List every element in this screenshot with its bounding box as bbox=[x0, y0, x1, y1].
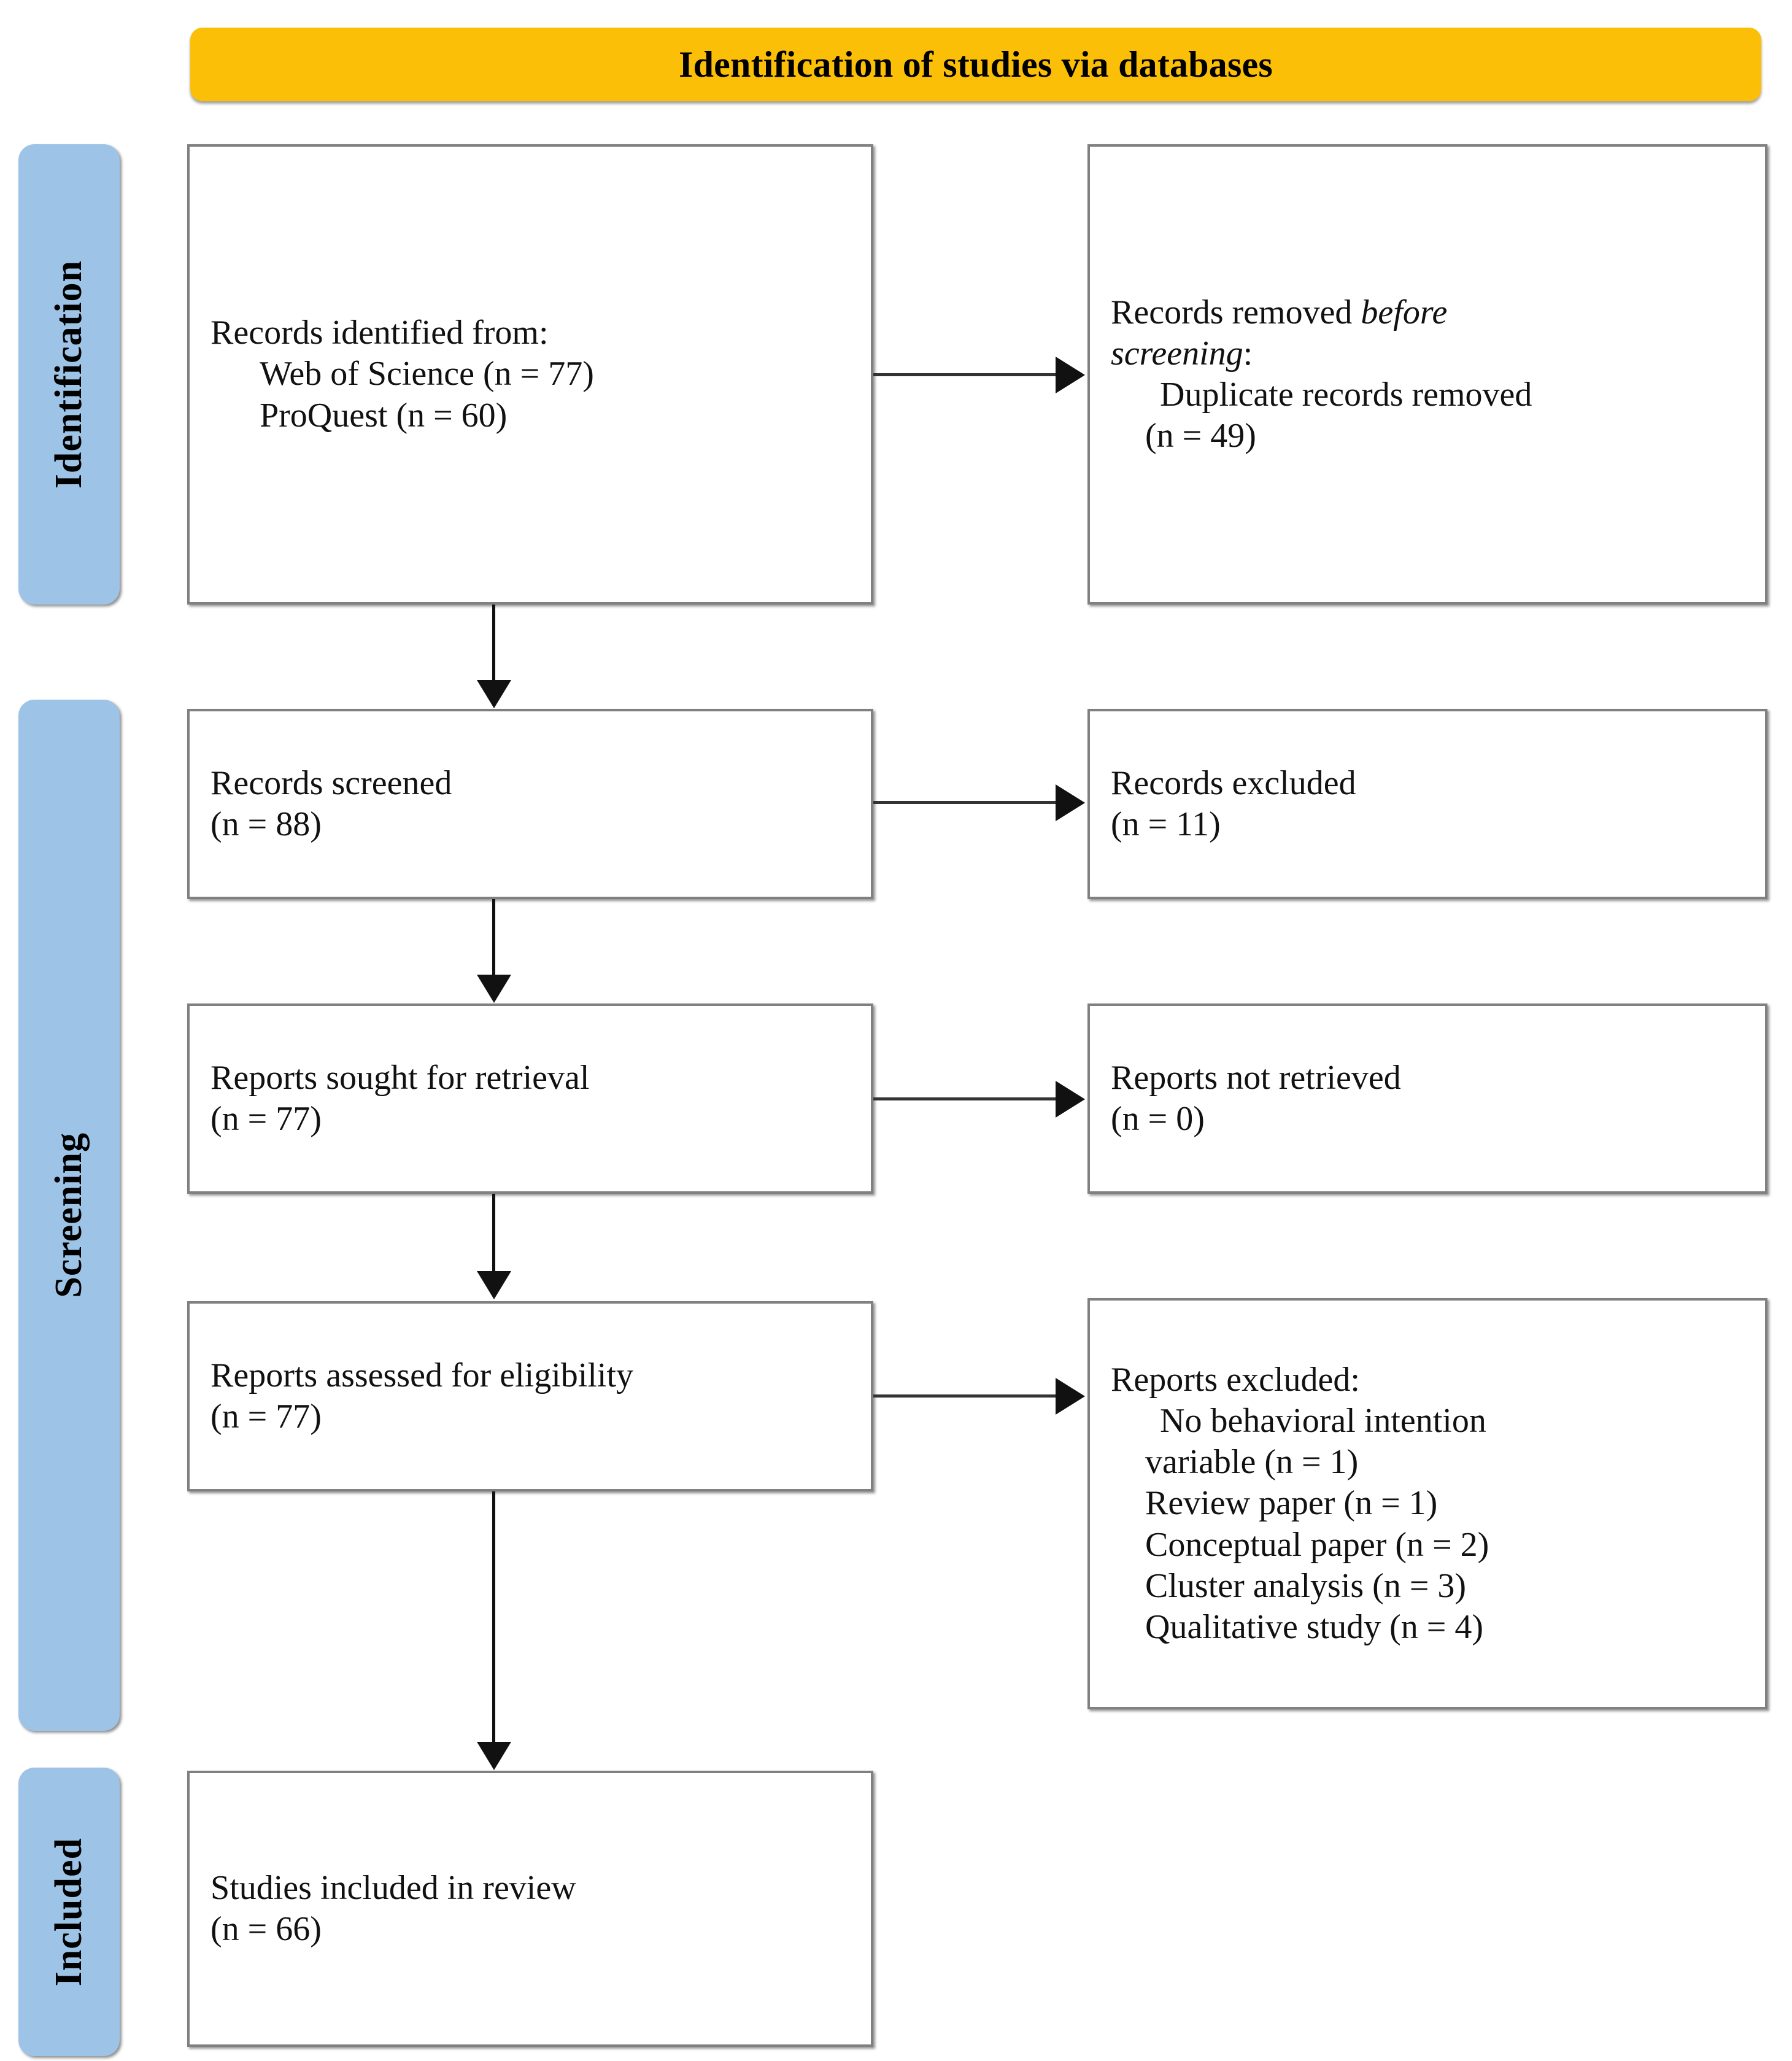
reports-sought-line-1: Reports sought for retrieval bbox=[210, 1058, 590, 1097]
box-studies-included: Studies included in review (n = 66) bbox=[187, 1771, 873, 2047]
reports-assessed-line-1: Reports assessed for eligibility bbox=[210, 1356, 634, 1394]
records-removed-line-4: (n = 49) bbox=[1145, 417, 1256, 455]
box-records-screened: Records screened (n = 88) bbox=[187, 709, 873, 899]
records-identified-line-3: ProQuest (n = 60) bbox=[260, 396, 508, 435]
connector-line bbox=[873, 801, 1057, 804]
reports-not-retrieved-line-1: Reports not retrieved bbox=[1111, 1058, 1401, 1097]
arrow-head-right-icon bbox=[1056, 357, 1085, 393]
stage-rail-screening-label: Screening bbox=[48, 1132, 90, 1298]
reports-excluded-reason-5: Qualitative study (n = 4) bbox=[1145, 1607, 1484, 1646]
connector-line bbox=[492, 899, 495, 976]
records-removed-prefix: Records removed bbox=[1111, 293, 1361, 331]
records-removed-line-3: Duplicate records removed bbox=[1160, 376, 1532, 414]
reports-excluded-title: Reports excluded: bbox=[1111, 1360, 1360, 1399]
records-removed-emphasis-screening: screening bbox=[1111, 334, 1243, 373]
arrow-head-right-icon bbox=[1056, 784, 1085, 821]
records-excluded-line-1: Records excluded bbox=[1111, 764, 1356, 802]
connector-line bbox=[873, 1394, 1057, 1398]
arrow-head-down-icon bbox=[477, 1271, 511, 1299]
reports-excluded-reason-3: Conceptual paper (n = 2) bbox=[1145, 1525, 1489, 1564]
arrow-head-down-icon bbox=[477, 680, 511, 708]
records-identified-line-1: Records identified from: bbox=[210, 314, 549, 352]
box-records-excluded: Records excluded (n = 11) bbox=[1087, 709, 1767, 899]
records-identified-line-2: Web of Science (n = 77) bbox=[260, 355, 594, 393]
records-removed-line-2: screening: bbox=[1111, 333, 1744, 374]
reports-not-retrieved-line-2: (n = 0) bbox=[1111, 1100, 1205, 1138]
records-screened-line-2: (n = 88) bbox=[210, 805, 322, 843]
arrow-head-right-icon bbox=[1056, 1081, 1085, 1118]
arrow-head-down-icon bbox=[477, 1742, 511, 1770]
connector-line bbox=[873, 373, 1057, 376]
records-excluded-line-2: (n = 11) bbox=[1111, 805, 1221, 843]
reports-excluded-reason-1b: variable (n = 1) bbox=[1145, 1443, 1359, 1482]
studies-included-line-2: (n = 66) bbox=[210, 1910, 322, 1948]
records-removed-colon: : bbox=[1243, 334, 1253, 373]
box-reports-assessed: Reports assessed for eligibility (n = 77… bbox=[187, 1301, 873, 1491]
banner-title: Identification of studies via databases bbox=[679, 44, 1273, 85]
stage-rail-included-label: Included bbox=[48, 1837, 90, 1987]
arrow-head-down-icon bbox=[477, 975, 511, 1003]
stage-rail-identification: Identification bbox=[18, 144, 120, 605]
reports-excluded-reason-4: Cluster analysis (n = 3) bbox=[1145, 1566, 1467, 1605]
connector-line bbox=[492, 1491, 495, 1743]
records-removed-emphasis-before: before bbox=[1361, 293, 1448, 331]
box-reports-sought: Reports sought for retrieval (n = 77) bbox=[187, 1003, 873, 1194]
reports-excluded-reason-1a: No behavioral intention bbox=[1160, 1402, 1486, 1440]
reports-sought-line-2: (n = 77) bbox=[210, 1100, 322, 1138]
records-screened-line-1: Records screened bbox=[210, 764, 452, 802]
box-reports-not-retrieved: Reports not retrieved (n = 0) bbox=[1087, 1003, 1767, 1194]
reports-excluded-reason-2: Review paper (n = 1) bbox=[1145, 1484, 1438, 1523]
connector-line bbox=[873, 1097, 1057, 1100]
box-records-identified: Records identified from: Web of Science … bbox=[187, 144, 873, 605]
box-reports-excluded-reasons: Reports excluded: No behavioral intentio… bbox=[1087, 1298, 1767, 1709]
arrow-head-right-icon bbox=[1056, 1378, 1085, 1415]
stage-rail-identification-label: Identification bbox=[48, 260, 90, 489]
reports-assessed-line-2: (n = 77) bbox=[210, 1398, 322, 1436]
connector-line bbox=[492, 605, 495, 684]
box-records-removed: Records removed before screening: Duplic… bbox=[1087, 144, 1767, 605]
stage-rail-screening: Screening bbox=[18, 700, 120, 1731]
stage-rail-included: Included bbox=[18, 1768, 120, 2056]
studies-included-line-1: Studies included in review bbox=[210, 1868, 576, 1907]
records-removed-line-1: Records removed before bbox=[1111, 292, 1744, 333]
connector-line bbox=[492, 1194, 495, 1272]
stage-banner-identification: Identification of studies via databases bbox=[190, 28, 1761, 101]
